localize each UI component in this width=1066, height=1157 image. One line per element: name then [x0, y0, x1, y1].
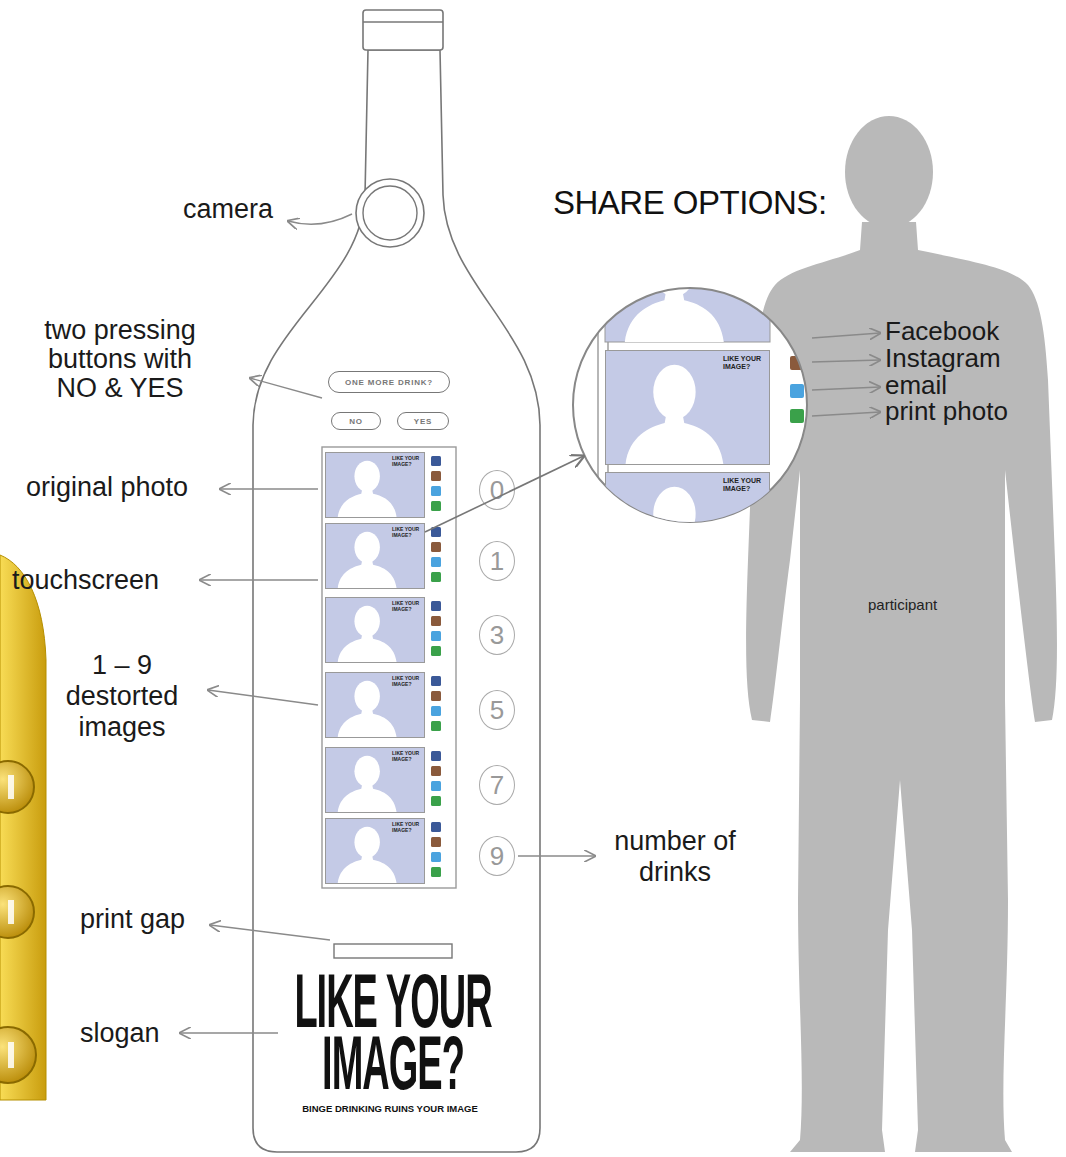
zoomed-photo: LIKE YOUR IMAGE? — [605, 350, 770, 465]
no-button: NO — [331, 412, 381, 430]
photo-frame: LIKE YOUR IMAGE? — [325, 597, 425, 663]
drink-number: 9 — [480, 837, 514, 875]
annotation-label: print gap — [80, 904, 185, 935]
bottle-outline — [253, 50, 540, 1152]
logo-text: LIKE YOUR IMAGE? — [723, 355, 765, 370]
head-silhouette — [354, 827, 379, 858]
shoulder-silhouette — [338, 634, 397, 662]
body-shape — [746, 222, 1057, 1152]
photo-frame: LIKE YOUR IMAGE? — [325, 672, 425, 738]
drink-count-circle: 1 — [479, 541, 515, 581]
bottle-cap — [363, 10, 443, 50]
logo-text: LIKE YOUR IMAGE? — [392, 676, 422, 687]
tagline-text: BINGE DRINKING RUINS YOUR IMAGE — [290, 1103, 490, 1114]
drink-count-circle: 5 — [479, 690, 515, 730]
annotation-label: original photo — [26, 472, 188, 503]
head-shape — [845, 116, 933, 228]
drink-count-circle: 7 — [479, 765, 515, 805]
photo-frame: LIKE YOUR IMAGE? — [325, 523, 425, 589]
participant-silhouette: participant — [740, 110, 1060, 1157]
shoulder-silhouette — [338, 489, 397, 517]
photo-frame: LIKE YOUR IMAGE? — [325, 452, 425, 518]
shoulder-silhouette — [338, 709, 397, 737]
shoulder-silhouette — [626, 536, 724, 586]
drink-number: 0 — [480, 471, 514, 509]
annotation-label: touchscreen — [12, 565, 159, 596]
yes-button: YES — [397, 412, 449, 430]
head-silhouette — [354, 461, 379, 492]
annotation-label: two pressing buttons with NO & YES — [35, 316, 205, 403]
drink-count-circle: 3 — [479, 615, 515, 655]
logo-text: LIKE YOUR IMAGE? — [723, 477, 765, 492]
photo-frame: LIKE YOUR IMAGE? — [325, 747, 425, 813]
leader-line — [288, 214, 352, 224]
annotation-label: camera — [183, 194, 273, 225]
participant-label: participant — [868, 596, 937, 613]
zoomed-photo: LIKE YOUR IMAGE? — [605, 472, 770, 587]
shoulder-silhouette — [338, 784, 397, 812]
logo-text: LIKE YOUR IMAGE? — [392, 527, 422, 538]
drink-number: 5 — [480, 691, 514, 729]
drink-count-circle: 0 — [479, 470, 515, 510]
screen-edge — [597, 287, 598, 523]
photo-frame: LIKE YOUR IMAGE? — [325, 818, 425, 884]
photo-frame — [605, 227, 770, 342]
logo-text: LIKE YOUR IMAGE? — [392, 456, 422, 467]
head-silhouette — [653, 487, 695, 542]
magnifier-circle: SHARE OPTIONS:LIKE YOUR IMAGE?LIKE YOUR … — [572, 287, 808, 523]
shoulder-silhouette — [338, 855, 397, 883]
logo-text: LIKE YOUR IMAGE? — [392, 751, 422, 762]
drink-count-circle: 9 — [479, 836, 515, 876]
share-icon — [790, 409, 804, 423]
coin-button — [0, 886, 34, 938]
head-silhouette — [354, 681, 379, 712]
coin-button — [0, 1027, 36, 1083]
shoulder-silhouette — [626, 414, 724, 464]
coin-mark — [8, 900, 14, 924]
coin-mark — [8, 775, 14, 799]
button-text: YES — [398, 413, 448, 429]
slogan-text: LIKE YOUR IMAGE? — [288, 970, 498, 1094]
side-panel — [0, 555, 46, 1100]
head-silhouette — [653, 365, 695, 420]
question-button: ONE MORE DRINK? — [328, 371, 450, 393]
bottle-kiosk: LIKE YOUR IMAGE? BINGE DRINKING RUINS YOU… — [250, 5, 545, 1155]
drink-number: 1 — [480, 542, 514, 580]
annotation-label: number of drinks — [600, 826, 750, 888]
drink-number: 7 — [480, 766, 514, 804]
button-text: NO — [332, 413, 380, 429]
section-heading: SHARE OPTIONS: — [553, 183, 827, 223]
coin-mark — [8, 1042, 14, 1068]
head-silhouette — [354, 606, 379, 637]
cap-ridge — [363, 21, 443, 22]
logo-text: LIKE YOUR IMAGE? — [392, 822, 422, 833]
coin-button — [0, 761, 34, 813]
logo-text: LIKE YOUR IMAGE? — [392, 601, 422, 612]
annotation-label: slogan — [80, 1018, 160, 1049]
shoulder-silhouette — [338, 560, 397, 588]
annotation-label: 1 – 9 destorted images — [57, 650, 187, 743]
head-silhouette — [354, 532, 379, 563]
head-silhouette — [354, 756, 379, 787]
participant-drawing — [740, 110, 1060, 1157]
drink-number: 3 — [480, 616, 514, 654]
share-icon — [790, 384, 804, 398]
button-text: ONE MORE DRINK? — [329, 372, 449, 392]
